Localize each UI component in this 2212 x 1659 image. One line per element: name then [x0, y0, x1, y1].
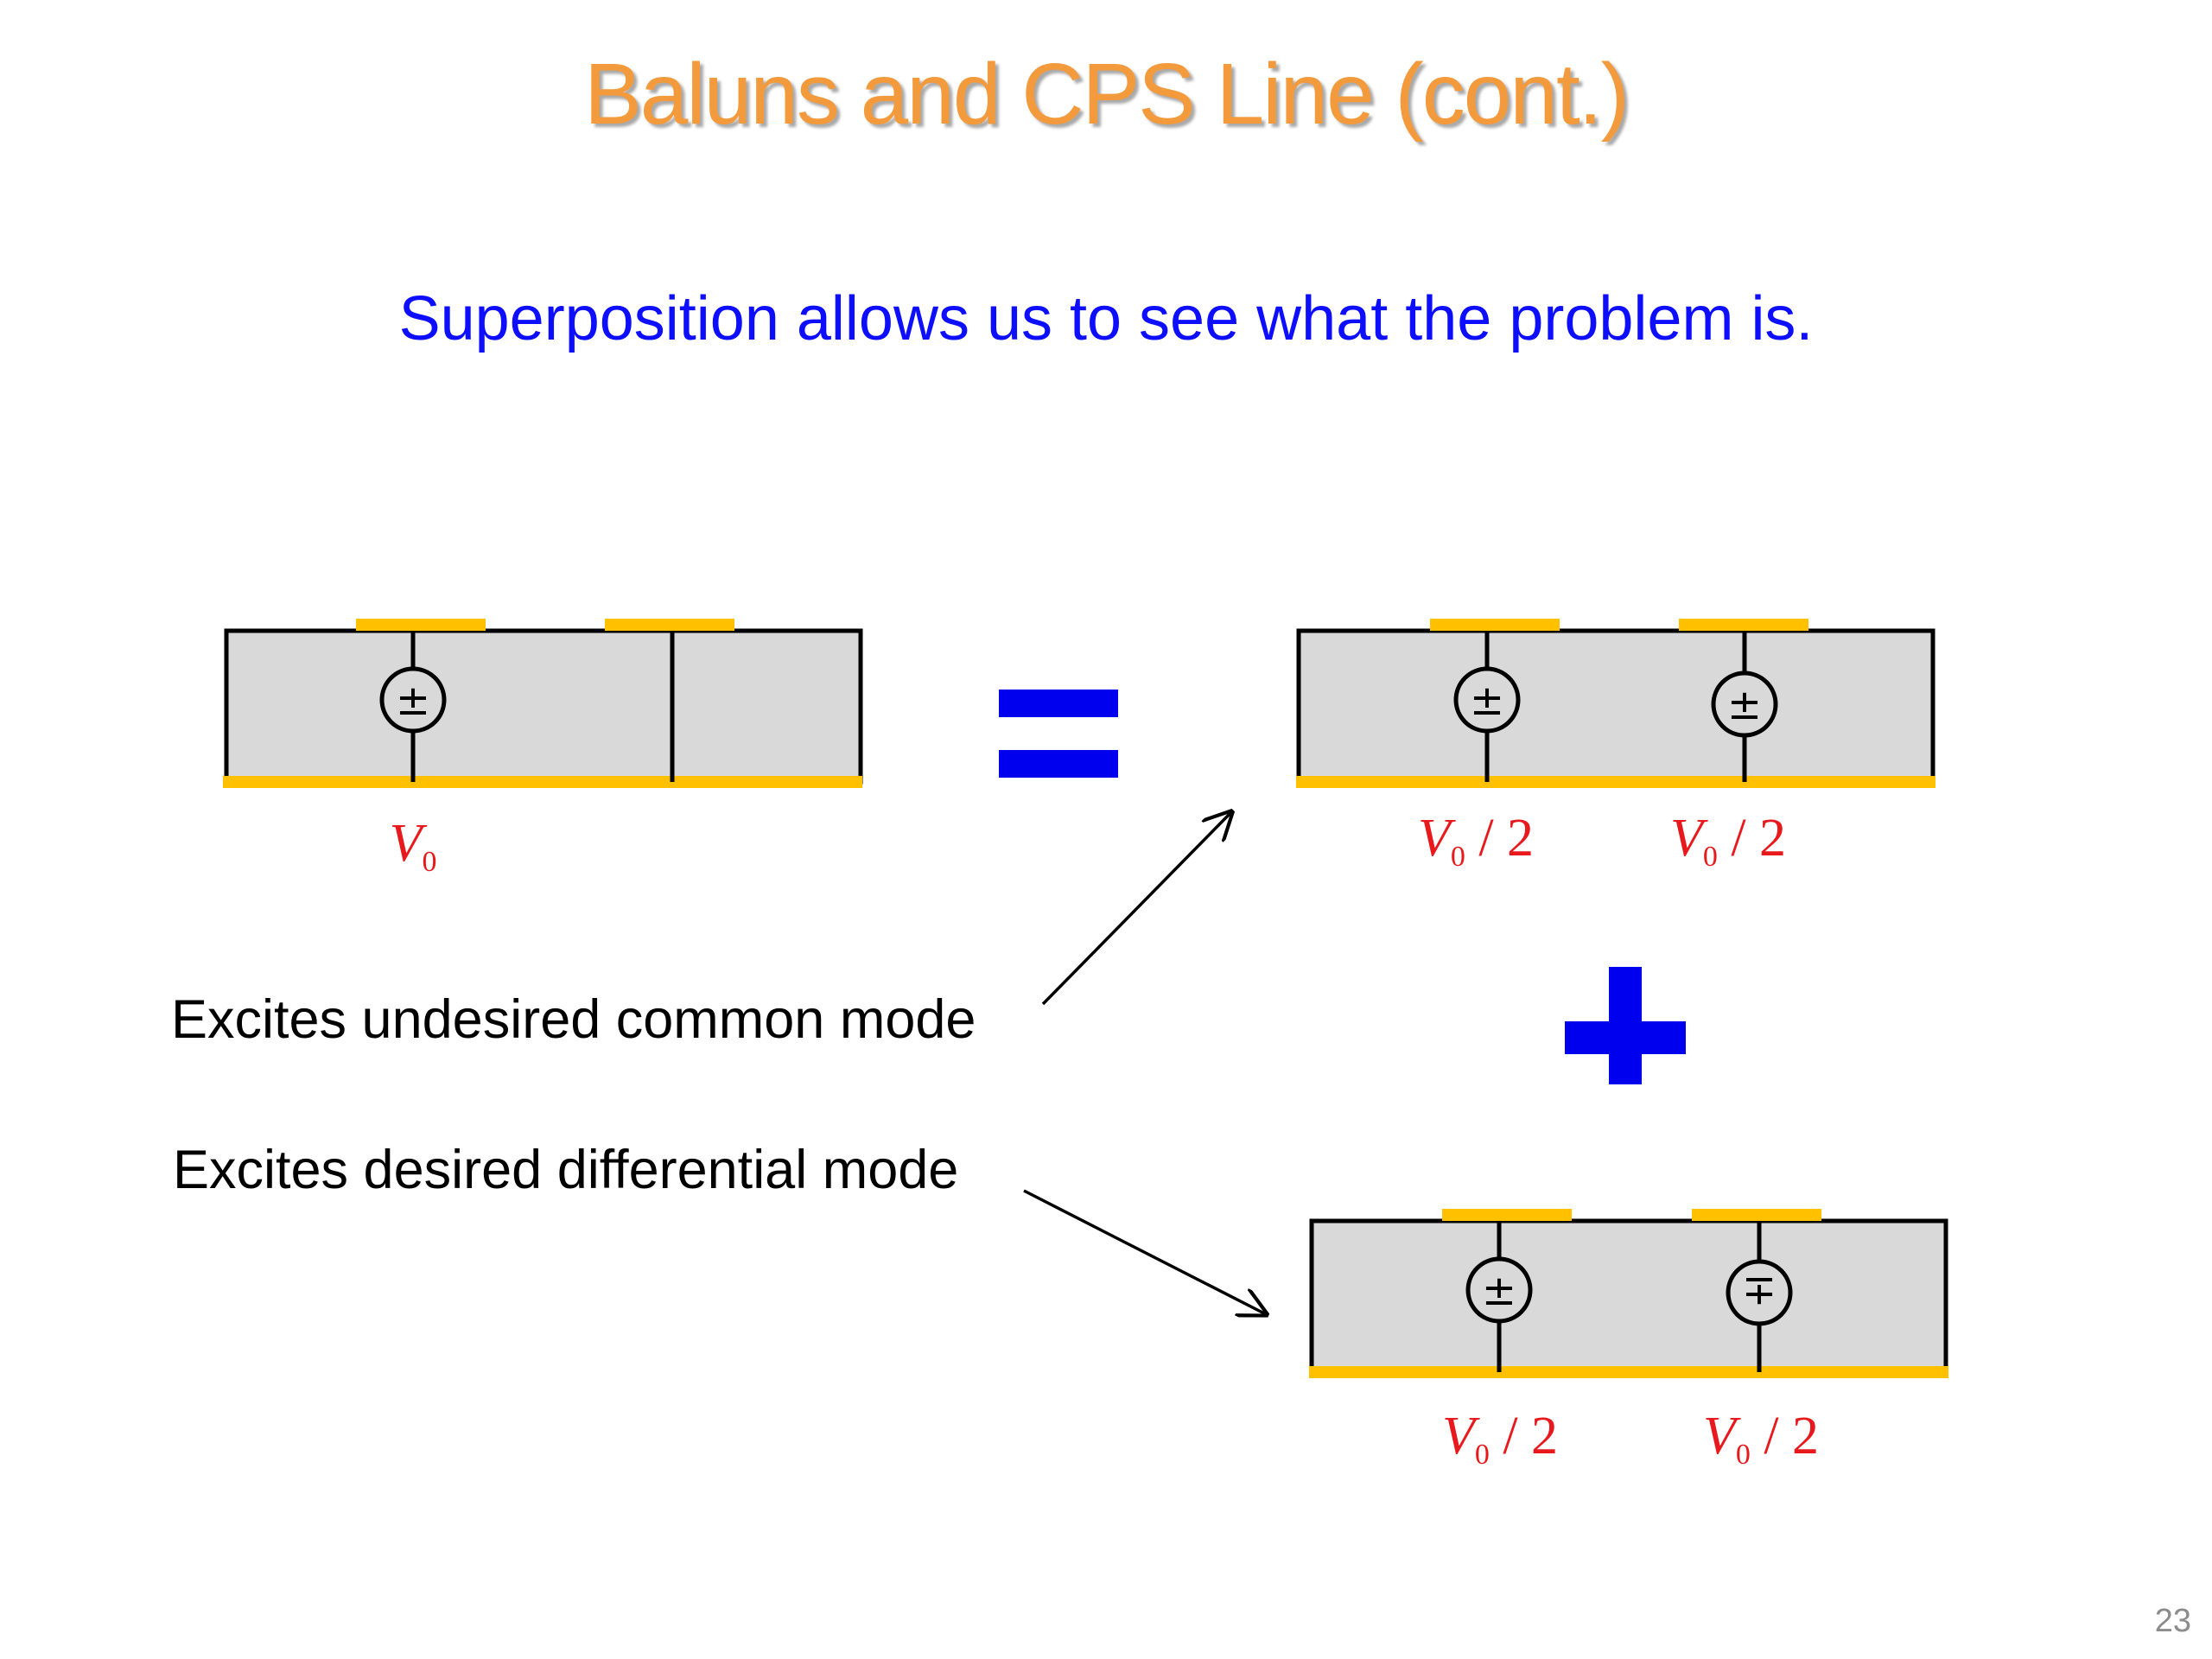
ground-plane: [223, 776, 862, 788]
differential-left-voltage-label: V0 / 2: [1442, 1407, 1558, 1471]
top-strip-right: [1679, 619, 1808, 631]
top-strip-right: [605, 619, 734, 631]
slide-title: Baluns and CPS Line (cont.): [584, 46, 1630, 143]
svg-text:±: ±: [396, 677, 430, 725]
svg-text:±: ±: [1727, 681, 1762, 729]
differential-mode-arrow: [1023, 1189, 1266, 1314]
voltage-source-right-icon: ±: [1711, 671, 1778, 738]
top-strip-left: [1430, 619, 1560, 631]
equals-icon: [999, 690, 1118, 778]
voltage-source-left-icon: ±: [1465, 1256, 1533, 1324]
voltage-source-left-icon: ±: [1453, 666, 1521, 734]
substrate: [1309, 1218, 1948, 1375]
common-mode-circuit: ± ± V0 / 2 V0 / 2: [1296, 619, 1936, 873]
ground-plane: [1296, 776, 1936, 788]
common-right-voltage-label: V0 / 2: [1670, 809, 1786, 873]
common-mode-label: Excites undesired common mode: [171, 989, 976, 1050]
voltage-source-icon: ±: [379, 666, 447, 734]
substrate: [224, 628, 863, 785]
differential-right-voltage-label: V0 / 2: [1703, 1407, 1819, 1471]
original-circuit: ± V0: [223, 619, 863, 878]
slide-subtitle: Superposition allows us to see what the …: [398, 284, 1814, 353]
common-mode-arrow: [1041, 812, 1231, 1006]
differential-mode-label: Excites desired differential mode: [173, 1140, 959, 1200]
svg-text:±: ±: [1470, 677, 1504, 725]
top-strip-right: [1692, 1209, 1821, 1221]
top-strip-left: [1442, 1209, 1572, 1221]
voltage-source-right-inverted-icon: ±: [1726, 1259, 1793, 1326]
differential-mode-circuit: ± ± V0 / 2 V0 / 2: [1309, 1209, 1948, 1471]
common-left-voltage-label: V0 / 2: [1418, 809, 1534, 873]
svg-text:±: ±: [1742, 1268, 1777, 1316]
top-strip-left: [356, 619, 486, 631]
plus-icon: [1565, 967, 1686, 1084]
ground-plane: [1309, 1366, 1948, 1378]
svg-text:±: ±: [1482, 1267, 1516, 1315]
substrate: [1296, 628, 1936, 785]
page-number: 23: [2154, 1603, 2191, 1639]
source-voltage-label: V0: [390, 814, 437, 878]
